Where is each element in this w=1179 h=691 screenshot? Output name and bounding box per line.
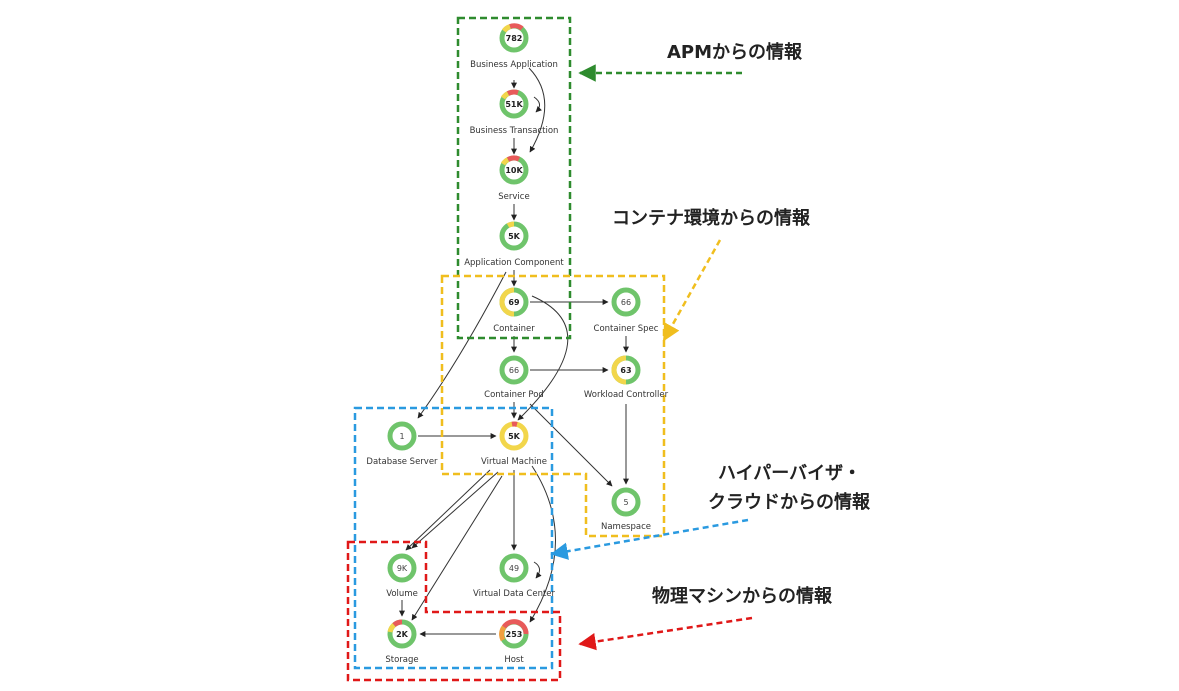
node-label: Container Spec [594, 324, 659, 334]
donut-segment-red [506, 155, 521, 162]
node-workload-controller[interactable]: 63 Workload Controller [584, 355, 669, 400]
callout-hypervisor-text-1: ハイパーバイザ・ [718, 463, 861, 484]
node-value: 253 [506, 630, 523, 639]
node-business-application[interactable]: 782 Business Application [470, 23, 558, 70]
edge-container-vm-curve [517, 295, 569, 421]
node-virtual-data-center[interactable]: 49 Virtual Data Center [473, 553, 556, 599]
node-host[interactable]: 253 Host [499, 619, 529, 665]
node-value: 49 [509, 564, 519, 573]
node-label: Virtual Data Center [473, 589, 556, 599]
node-value: 5 [623, 498, 628, 507]
node-namespace[interactable]: 5 Namespace [601, 487, 651, 532]
edge-vdc-self-loop [533, 561, 542, 579]
edges [399, 67, 629, 637]
callout-apm: APMからの情報 [578, 41, 803, 82]
donut-segment-yellow [499, 287, 515, 317]
container-region-box [440, 274, 666, 538]
node-virtual-machine[interactable]: 5K Virtual Machine [481, 421, 547, 467]
callout-physical: 物理マシンからの情報 [578, 585, 833, 651]
donut-segment-yellow [501, 24, 511, 33]
node-container-spec[interactable]: 66 Container Spec [594, 287, 659, 334]
callout-hypervisor: ハイパーバイザ・ クラウドからの情報 [550, 463, 871, 560]
edge-vm-volume [411, 471, 499, 549]
donut-segment-yellow [500, 91, 510, 100]
node-label: Host [504, 655, 524, 665]
donut-segment-red [501, 619, 529, 635]
node-service[interactable]: 10K Service [498, 155, 530, 202]
node-label: Virtual Machine [481, 457, 547, 467]
edge-bt-self-loop [533, 96, 542, 113]
edge-pod-namespace [529, 403, 613, 487]
callout-physical-arrow [578, 616, 753, 651]
edge-db-storage [405, 469, 491, 551]
node-business-transaction[interactable]: 51K Business Transaction [470, 89, 559, 136]
node-value: 1 [399, 432, 404, 441]
node-label: Workload Controller [584, 390, 669, 400]
callout-apm-text: APMからの情報 [667, 41, 803, 63]
node-value: 5K [508, 232, 521, 241]
hypervisor-region-box [353, 406, 554, 670]
node-label: Business Transaction [470, 126, 559, 136]
node-label: Volume [386, 589, 418, 599]
node-value: 10K [505, 166, 523, 175]
donut-segment-red [509, 23, 524, 31]
donut-ring [387, 553, 417, 583]
donut-ring [611, 487, 641, 517]
callout-container: コンテナ環境からの情報 [612, 207, 811, 342]
edge-vm-host-curve [529, 465, 556, 623]
node-database-server[interactable]: 1 Database Server [366, 421, 438, 467]
donut-ring [499, 355, 529, 385]
donut-ring [387, 421, 417, 451]
donut-segment-red [392, 619, 403, 628]
donut-segment-yellow [387, 623, 396, 633]
node-value: 9K [397, 564, 408, 573]
node-label: Service [498, 192, 529, 202]
node-label: Container [493, 324, 535, 334]
edge-ba-service-curve [528, 67, 546, 153]
node-value: 2K [396, 630, 409, 639]
donut-segment-yellow [500, 157, 510, 166]
donut-segment-yellow [611, 355, 627, 385]
node-label: Namespace [601, 522, 651, 532]
node-container-pod[interactable]: 66 Container Pod [484, 355, 544, 400]
node-value: 5K [508, 432, 521, 441]
node-value: 782 [506, 34, 523, 43]
donut-segment-orange [499, 625, 507, 642]
physical-region-box [346, 540, 562, 682]
node-label: Application Component [464, 258, 564, 268]
callout-hypervisor-arrow [550, 518, 749, 560]
callout-container-text: コンテナ環境からの情報 [612, 207, 811, 229]
node-value: 63 [620, 366, 631, 375]
donut-ring [611, 287, 641, 317]
apm-region-box [456, 16, 572, 340]
callout-hypervisor-text-2: クラウドからの情報 [708, 491, 871, 513]
node-value: 66 [509, 366, 519, 375]
node-label: Database Server [366, 457, 438, 467]
node-application-component[interactable]: 5K Application Component [464, 221, 564, 268]
callout-physical-text: 物理マシンからの情報 [652, 585, 833, 607]
edge-ac-dbserver [417, 271, 507, 419]
node-container[interactable]: 69 Container [493, 287, 535, 334]
node-storage[interactable]: 2K Storage [385, 619, 419, 665]
callout-container-arrow [662, 239, 722, 342]
node-value: 51K [505, 100, 523, 109]
donut-segment-yellow [506, 221, 515, 228]
node-value: 66 [621, 298, 631, 307]
node-label: Container Pod [484, 390, 544, 400]
node-value: 69 [508, 298, 520, 307]
node-label: Storage [385, 655, 418, 665]
donut-ring [499, 553, 529, 583]
node-label: Business Application [470, 60, 558, 70]
node-volume[interactable]: 9K Volume [386, 553, 418, 599]
donut-segment-red [506, 89, 519, 96]
